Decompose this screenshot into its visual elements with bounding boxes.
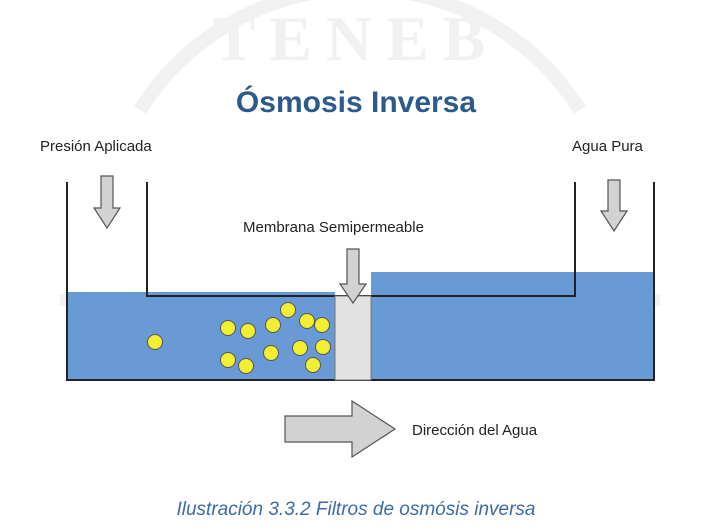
solute-particle — [240, 323, 256, 339]
solute-particle — [280, 302, 296, 318]
solute-particle — [292, 340, 308, 356]
water-direction-arrow — [284, 399, 397, 459]
water-direction-label: Dirección del Agua — [412, 422, 538, 439]
water-left — [67, 292, 335, 380]
pressure-down-arrow — [92, 175, 122, 230]
membrane-arrow — [338, 248, 368, 305]
diagram-title: Ósmosis Inversa — [236, 85, 476, 119]
solute-particle — [147, 334, 163, 350]
water-right — [371, 272, 654, 380]
figure-caption: Ilustración 3.3.2 Filtros de osmósis inv… — [176, 499, 535, 520]
solute-particles — [147, 302, 331, 374]
pure-water-label: Agua Pura — [572, 138, 644, 155]
membrane-label: Membrana Semipermeable — [243, 219, 424, 236]
solute-particle — [238, 358, 254, 374]
solute-particle — [220, 352, 236, 368]
solute-particle — [314, 317, 330, 333]
solute-particle — [305, 357, 321, 373]
solute-particle — [265, 317, 281, 333]
solute-particle — [315, 339, 331, 355]
pure-water-down-arrow — [599, 179, 629, 233]
solute-particle — [263, 345, 279, 361]
applied-pressure-label: Presión Aplicada — [40, 138, 152, 155]
solute-particle — [299, 313, 315, 329]
svg-text:TENEB: TENEB — [213, 3, 500, 74]
semipermeable-membrane — [334, 295, 372, 381]
solute-particle — [220, 320, 236, 336]
